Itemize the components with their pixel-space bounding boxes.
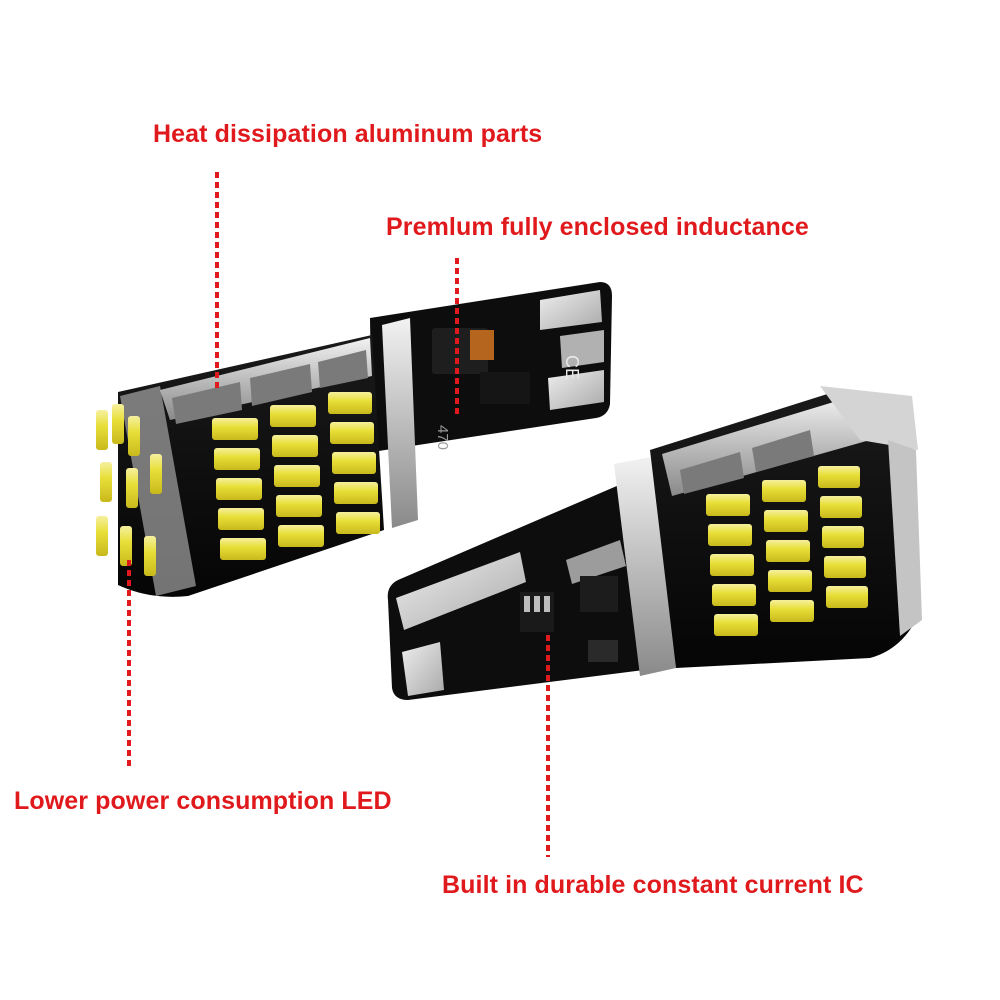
leader-line-inductance — [455, 258, 459, 418]
callout-heat-dissipation: Heat dissipation aluminum parts — [153, 120, 543, 148]
side-led-grid-right — [706, 466, 868, 636]
inductor-marking: 470 — [434, 425, 451, 450]
heat-sink-fins-right — [662, 394, 870, 496]
leader-line-ic — [546, 635, 550, 857]
right-bulb — [387, 386, 922, 700]
end-face-leds — [96, 404, 162, 576]
ce-marking: CE — [562, 355, 582, 380]
leader-line-led — [127, 560, 131, 770]
left-bulb: CE 470 — [96, 282, 612, 597]
callout-led: Lower power consumption LED — [14, 787, 392, 815]
callout-inductance: Premlum fully enclosed inductance — [386, 213, 809, 241]
heat-sink-fins — [160, 338, 372, 424]
side-led-grid — [212, 392, 380, 560]
callout-ic: Built in durable constant current IC — [442, 871, 864, 899]
leader-line-heat — [215, 172, 219, 390]
